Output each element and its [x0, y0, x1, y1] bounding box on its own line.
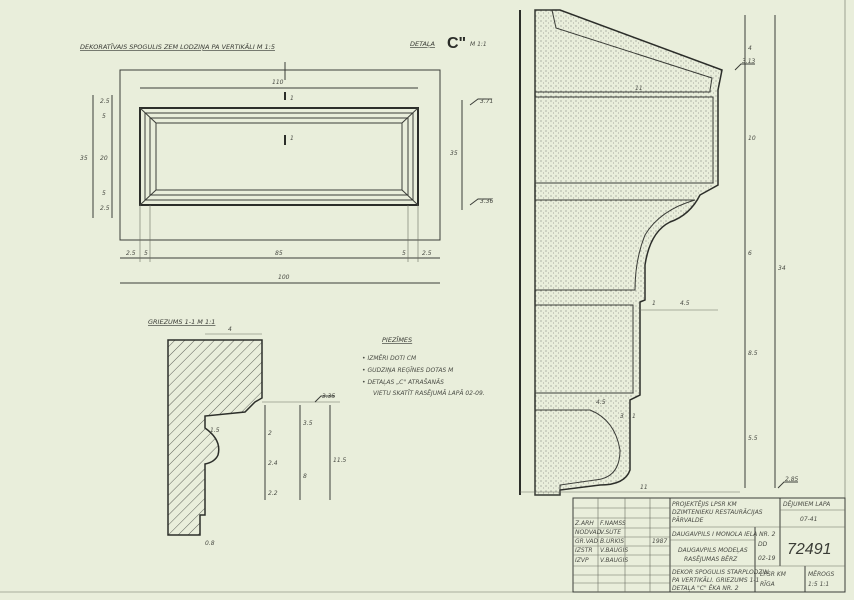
role-name: V.SUTE: [600, 529, 621, 536]
archive-label: DĒJUMIEM LAPA: [783, 501, 830, 508]
sheet-description-2: PA VERTIKĀLI. GRIEZUMS 1-1: [672, 577, 759, 584]
section-dim-6: 8: [303, 473, 307, 480]
detail-dim-v3: 6: [748, 250, 752, 257]
level-mark-bottom: 3.36: [480, 198, 494, 205]
detail-dim-bottom: 11: [640, 484, 648, 491]
dim-left-4: 5: [102, 190, 106, 197]
dim-left-2: 5: [102, 113, 106, 120]
detail-title-prefix: DETAĻA: [410, 40, 435, 48]
scale-value: 1:5 1:1: [808, 581, 829, 588]
detail-level-top: 3.13: [742, 58, 756, 65]
drawing-name: DAUGAVPILS MODEĻAS: [678, 547, 748, 554]
section-dim-4: 2.4: [268, 460, 278, 467]
detail-dim-v5: 5.5: [748, 435, 758, 442]
note-item: • IZMĒRI DOTI CM: [362, 355, 417, 362]
notes-heading: PIEZĪMES: [382, 335, 412, 344]
detail-dim-top: 11: [635, 85, 643, 92]
detail-dim-v4: 8.5: [748, 350, 758, 357]
section-dim-1: 1.5: [210, 427, 220, 434]
section-dim-2: 2: [268, 430, 272, 437]
dim-right-total: 35: [450, 150, 458, 157]
mirror-title: DEKORATĪVAIS SPOGULIS ZEM LODZIŅA PA VER…: [80, 42, 275, 51]
section-title: GRIEZUMS 1-1 M 1:1: [148, 318, 215, 326]
section-dim-top: 4: [228, 326, 232, 333]
scale-label: MĒROGS: [808, 571, 835, 578]
mirror-elevation: DEKORATĪVAIS SPOGULIS ZEM LODZIŅA PA VER…: [80, 42, 494, 284]
notes: PIEZĪMES • IZMĒRI DOTI CM • GUDZIŅA REĢĪ…: [362, 335, 485, 397]
role-label: GR.VAD: [575, 538, 599, 545]
city: RĪGA: [760, 581, 775, 588]
role-label: NODVAD: [575, 529, 602, 536]
detail-dim-w2: 1: [652, 300, 656, 307]
note-item: VIETU SKATĪT RASĒJUMĀ LAPĀ 02-09.: [373, 390, 485, 397]
sheet-number: 02-19: [758, 555, 776, 562]
archive-number: 07-41: [800, 516, 817, 523]
role-label: IZSTR: [575, 547, 593, 554]
detail-dim-w1: 4.5: [680, 300, 690, 307]
section-dim-3: 3.5: [303, 420, 313, 427]
detail-title-letter: C": [447, 35, 466, 52]
section-mark-bottom: 1: [290, 135, 294, 142]
section-dim-5: 2.2: [268, 490, 278, 497]
dim-left-1: 2.5: [100, 98, 110, 105]
role-name: V.BAUGIS: [600, 547, 628, 554]
detail-dim-v1: 4: [748, 45, 752, 52]
sign-date: 1987: [652, 538, 667, 545]
dim-bottom-5: 2.5: [422, 250, 432, 257]
dim-bottom-2: 5: [144, 250, 148, 257]
object-name: DAUGAVPILS I MONOLA IELA NR. 2: [672, 531, 776, 538]
stage: DD: [758, 541, 768, 548]
drawing-name-2: RASĒJUMAS BĒRZ: [684, 556, 738, 563]
detail-dim-v2: 10: [748, 135, 756, 142]
section-level: 3.35: [322, 393, 336, 400]
sheet-description-3: DETAĻA "C" ĒKA NR. 2: [672, 585, 739, 592]
sheet-description-1: DEKOR SPOGULIS STARPLODZIŅ: [672, 569, 769, 576]
org-name-3: PĀRVALDE: [672, 517, 704, 524]
section-dim-7: 11.5: [333, 457, 347, 464]
role-name: V.BAUGIS: [600, 557, 628, 564]
role-name: B.URKIS: [600, 538, 624, 545]
dim-left-3: 20: [100, 155, 108, 162]
note-item: • GUDZIŅA REĢĪNES DOTAS M: [362, 367, 454, 374]
level-mark-top: 3.71: [480, 98, 493, 105]
section-dim-bottom: 0.8: [205, 540, 215, 547]
dim-left-total: 35: [80, 155, 88, 162]
title-block: Z.ARH F.NAMSS NODVAD V.SUTE GR.VAD B.URK…: [572, 497, 846, 593]
dim-bottom-3: 85: [275, 250, 283, 257]
issuer: LPSR KM: [760, 571, 787, 578]
section-mark-top: 1: [290, 95, 294, 102]
note-item: • DETAĻAS „C" ATRAŠANĀS: [362, 379, 444, 386]
detail-title-scale: M 1:1: [470, 41, 487, 48]
detail-c: DETAĻA C" M 1:1 11 11 4 10 6 8.5 5.5 34 …: [410, 9, 799, 496]
role-label: IZVP: [575, 557, 589, 564]
drawing-number: 72491: [787, 541, 832, 558]
org-name-2: DZIMTENIEKU RESTAURĀCIJAS: [672, 509, 763, 516]
dim-bottom-total: 100: [278, 274, 290, 281]
dim-bottom-4: 5: [402, 250, 406, 257]
detail-dim-w4: 3: [620, 413, 624, 420]
dim-top: 110: [272, 79, 284, 86]
dim-bottom-1: 2.5: [126, 250, 136, 257]
detail-dim-w3: 4.5: [596, 399, 606, 406]
section-1-1: GRIEZUMS 1-1 M 1:1 4 3.35 1.5 2 3.5 2.4 …: [148, 318, 347, 547]
detail-dim-total: 34: [778, 265, 786, 272]
role-label: Z.ARH: [574, 520, 594, 527]
dim-left-5: 2.5: [100, 205, 110, 212]
org-name: PROJEKTĒJIS LPSR KM: [672, 501, 737, 508]
role-name: F.NAMSS: [600, 520, 626, 527]
detail-level-bottom: 2.85: [785, 476, 799, 483]
detail-dim-w5: 1: [632, 413, 636, 420]
